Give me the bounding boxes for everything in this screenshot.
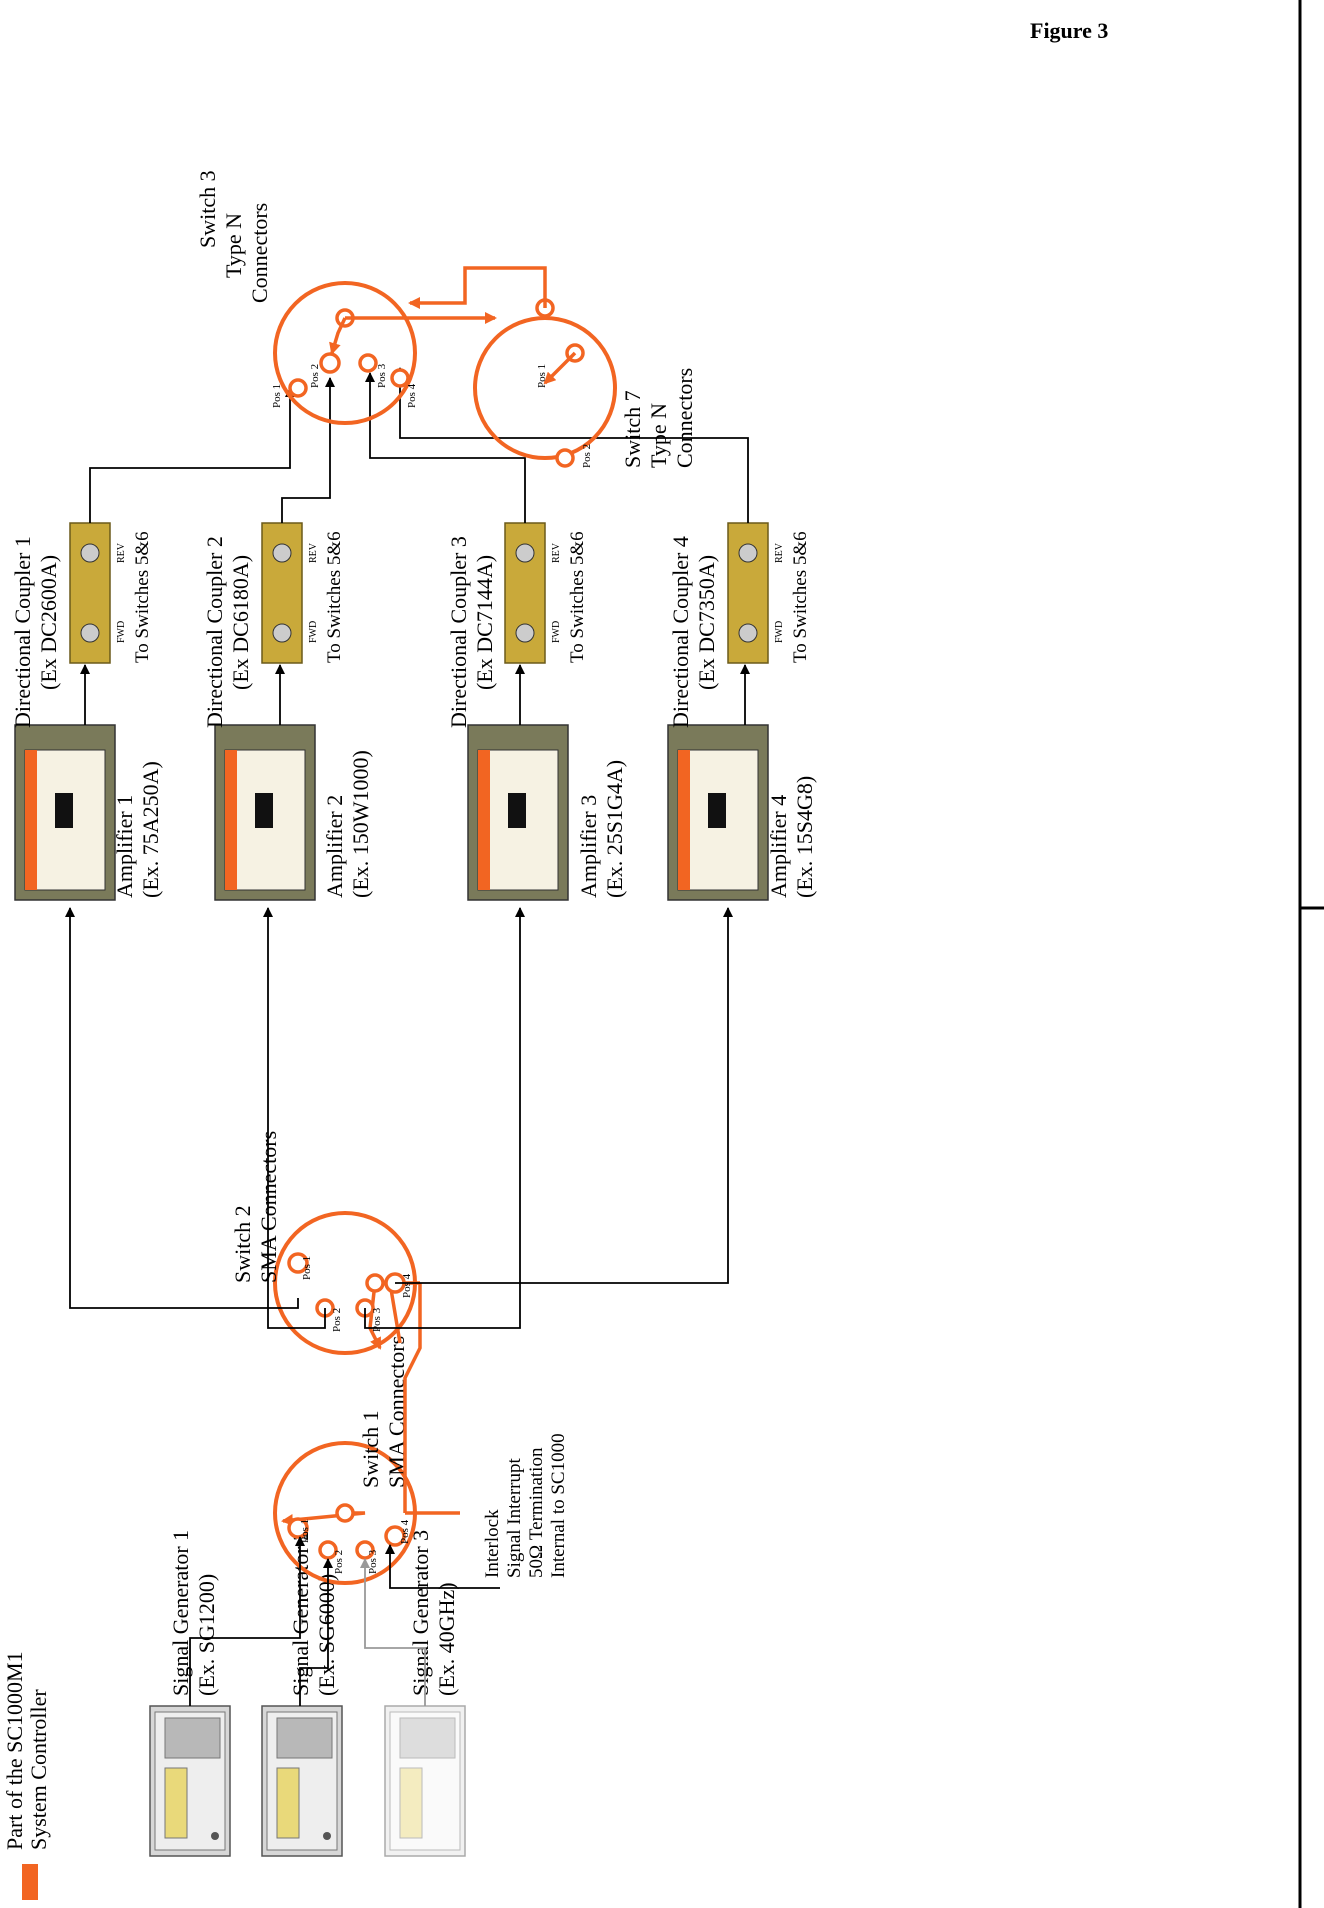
dc3-fwd: FWD [551,621,562,643]
switch2-pos3: Pos 3 [371,1307,383,1332]
switch7-label-3: Connectors [672,368,697,468]
legend-line1: Part of the SC1000M1 [2,1651,27,1850]
switch3-label-1: Switch 3 [195,170,220,248]
switch-1: Pos 1 Pos 2 Pos 3 Pos 4 [273,1441,460,1585]
amplifier-1 [14,724,116,901]
dc2-to-switches: To Switches 5&6 [324,531,345,663]
amp4-label-2: (Ex. 15S4G8) [792,776,817,898]
interlock-line4: Internal to SC1000 [548,1433,569,1578]
dc3-label-2: (Ex DC7144A) [472,555,497,690]
switch7-pos2: Pos 2 [581,444,593,468]
amplifier-4 [667,724,769,901]
amp2-label-2: (Ex. 150W1000) [348,750,373,898]
switch3-label-2: Type N [221,213,246,278]
switch1-pos2: Pos 2 [333,1550,345,1574]
switch3-pos1: Pos 1 [271,384,283,408]
switch7-label-1: Switch 7 [620,390,645,468]
switch-3: Pos 1 Pos 2 Pos 3 Pos 4 [271,281,418,425]
switch1-pos4: Pos 4 [399,1519,411,1544]
dc1-rev: REV [116,542,127,563]
switch-2: Pos 1 Pos 2 Pos 3 Pos 4 [273,1211,422,1513]
directional-coupler-1 [69,522,111,664]
signal-generator-1 [149,1705,231,1857]
switch-7: Pos 1 Pos 2 [473,298,617,468]
dc2-label-1: Directional Coupler 2 [202,536,227,728]
amp1-label-2: (Ex. 75A250A) [138,761,163,898]
signal-generator-2 [261,1705,343,1857]
directional-coupler-3 [504,522,546,664]
figure-label: Figure 3 [1030,18,1108,43]
amplifier-3 [467,724,569,901]
dc3-rev: REV [551,542,562,563]
switch7-label-2: Type N [646,403,671,468]
interlock-line1: Interlock [482,1509,503,1578]
legend-line2: System Controller [26,1689,51,1850]
sg2-label-2: (Ex. SG6000) [314,1574,339,1696]
dc1-label-1: Directional Coupler 1 [10,536,35,728]
amp2-label-1: Amplifier 2 [322,795,347,898]
dc1-fwd: FWD [116,621,127,643]
switch3-label-3: Connectors [247,203,272,303]
dc2-rev: REV [308,542,319,563]
switch2-pos4: Pos 4 [401,1273,413,1298]
interlock-line3: 50Ω Termination [526,1447,547,1578]
switch1-pos3: Pos 3 [367,1549,379,1574]
directional-coupler-4 [727,522,769,664]
legend-swatch [22,1864,38,1900]
signal-generator-3 [384,1705,466,1857]
dc4-fwd: FWD [774,621,785,643]
switch3-pos4: Pos 4 [406,383,418,408]
switch2-pos2: Pos 2 [331,1308,343,1332]
amp3-label-1: Amplifier 3 [576,795,601,898]
dc1-label-2: (Ex DC2600A) [36,555,61,690]
sg1-label-1: Signal Generator 1 [168,1530,193,1696]
dc3-label-1: Directional Coupler 3 [446,536,471,728]
amp3-label-2: (Ex. 25S1G4A) [602,760,627,898]
directional-coupler-2 [261,522,303,664]
dc3-to-switches: To Switches 5&6 [567,531,588,663]
switch2-label-1: Switch 2 [230,1205,255,1283]
dc2-label-2: (Ex DC6180A) [228,555,253,690]
sg3-label-2: (Ex. 40GHz) [434,1582,459,1696]
dc4-label-1: Directional Coupler 4 [668,536,693,728]
sg1-label-2: (Ex. SG1200) [194,1574,219,1696]
dc4-to-switches: To Switches 5&6 [790,531,811,663]
switch3-pos2: Pos 2 [309,364,321,388]
switch2-pos1: Pos 1 [301,1256,313,1280]
dc4-label-2: (Ex DC7350A) [694,555,719,690]
inset-box [1298,0,1324,1908]
switch3-pos3: Pos 3 [376,363,388,388]
sg3-label-1: Signal Generator 3 [408,1530,433,1696]
amplifier-2 [214,724,316,901]
amp1-label-1: Amplifier 1 [112,795,137,898]
interlock-line2: Signal Interrupt [504,1457,525,1578]
switch7-pos1: Pos 1 [536,364,548,388]
dc1-to-switches: To Switches 5&6 [132,531,153,663]
amp4-label-1: Amplifier 4 [766,795,791,898]
dc2-fwd: FWD [308,621,319,643]
dc4-rev: REV [774,542,785,563]
switch1-label-1: Switch 1 [358,1410,383,1488]
